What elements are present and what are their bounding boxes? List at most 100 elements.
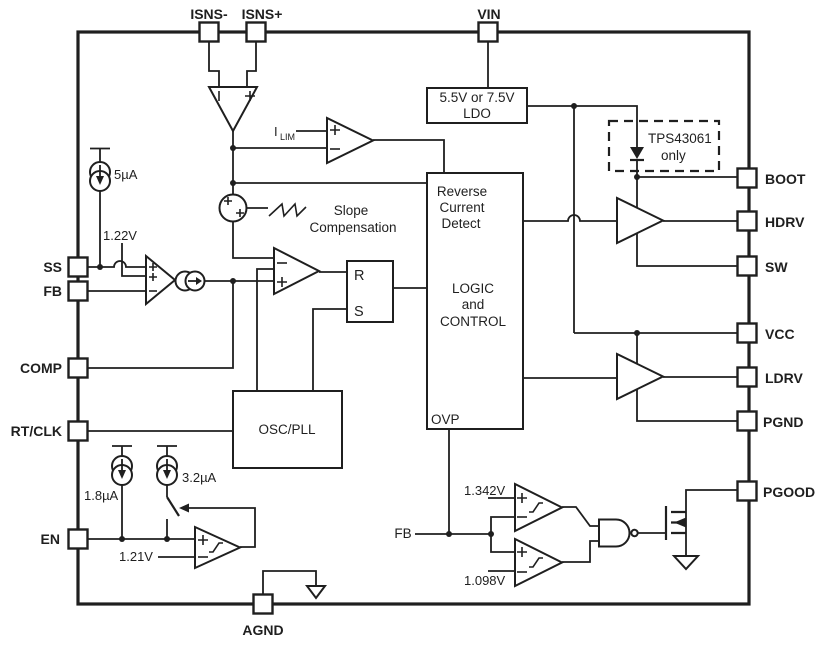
pin-label: ISNS+ (242, 6, 283, 22)
inverter-bubble-icon (630, 528, 639, 538)
plus-glyph (149, 263, 157, 271)
rs-latch: R S (346, 260, 394, 323)
junction-dots (97, 103, 640, 542)
pin-pgood: PGOOD (736, 480, 815, 502)
arrow-down-icon (163, 470, 171, 479)
pgood-mosfet (664, 506, 701, 571)
pin-label: EN (41, 531, 60, 547)
slope-comp-summer (218, 193, 307, 223)
plus-glyph (149, 273, 157, 281)
ilim-label-sub: LIM (280, 132, 295, 142)
latch-s-label: S (354, 304, 364, 320)
pin-ss: SS (43, 256, 89, 278)
ldrv-driver (616, 352, 666, 401)
pin-label: SW (765, 259, 788, 275)
pin-ldrv: LDRV (736, 366, 804, 388)
logic-label-3: CONTROL (440, 314, 506, 329)
hdrv-driver (616, 196, 666, 245)
pin-isns-minus: ISNS- (190, 6, 228, 43)
ss-current-source (89, 161, 111, 192)
en-ref-label: 1.21V (119, 549, 153, 564)
variant-label-2: only (661, 148, 686, 163)
pin-boot: BOOT (736, 167, 806, 189)
ground-icon (671, 555, 701, 571)
plus-glyph (236, 209, 244, 217)
pgood-ov-comparator (514, 482, 565, 533)
pin-comp: COMP (20, 357, 89, 379)
pin-fb: FB (43, 280, 89, 302)
plus-glyph (198, 535, 208, 545)
pin-label: FB (43, 283, 62, 299)
current-sense-amplifier (207, 86, 259, 134)
pgood-ov-ref-label: 1.342V (464, 483, 506, 498)
pgood-fb-label: FB (394, 526, 411, 541)
pwm-comparator (273, 246, 322, 296)
ilim-comparator (326, 116, 376, 165)
en-hysteresis-switch (166, 496, 180, 517)
hysteresis-icon (209, 542, 223, 553)
pin-label: PGOOD (763, 484, 815, 500)
hysteresis-icon (529, 502, 543, 513)
pin-en: EN (41, 528, 89, 550)
pin-pgnd: PGND (736, 410, 803, 432)
pin-label: BOOT (765, 171, 806, 187)
pin-label: LDRV (765, 370, 804, 386)
arrow-down-icon (96, 176, 104, 185)
plus-glyph (224, 197, 232, 205)
logic-control-block: Reverse Current Detect LOGIC and CONTROL… (426, 172, 524, 430)
plus-glyph (245, 91, 255, 101)
switch-actuator-arrow-icon (179, 503, 189, 513)
pin-label: VIN (477, 6, 500, 22)
logic-label-1: LOGIC (452, 281, 494, 296)
ilim-label: I (274, 124, 278, 139)
pin-label: RT/CLK (11, 423, 62, 439)
sawtooth-icon (268, 202, 307, 218)
arrow-right-icon (196, 277, 202, 285)
pin-agnd: AGND (242, 593, 284, 638)
pin-sw: SW (736, 255, 788, 277)
pin-label: HDRV (765, 214, 805, 230)
pin-label: AGND (242, 622, 283, 638)
ss-current-label: 5µA (114, 167, 138, 182)
en-hys-current-label: 3.2µA (182, 470, 217, 485)
error-amplifier (145, 253, 206, 307)
nand-gate (598, 518, 639, 548)
osc-pll-label: OSC/PLL (258, 422, 316, 437)
pin-isns-plus: ISNS+ (242, 6, 283, 43)
plus-glyph (277, 277, 287, 287)
hysteresis-icon (529, 557, 543, 568)
en-pullup-current-label: 1.8µA (84, 488, 119, 503)
pin-rt-clk: RT/CLK (11, 420, 89, 442)
plus-glyph (330, 125, 340, 135)
slope-comp-label-2: Compensation (309, 220, 396, 235)
error-amp-ref-label: 1.22V (103, 228, 137, 243)
pin-label: SS (43, 259, 62, 275)
arrow-down-icon (118, 470, 126, 479)
ground-icon (305, 585, 327, 600)
wires (87, 41, 737, 595)
diode-icon (630, 147, 644, 159)
osc-pll-block: OSC/PLL (232, 390, 343, 469)
ldo-label-1: 5.5V or 7.5V (439, 90, 514, 105)
mosfet-body-arrow-icon (674, 517, 686, 528)
slope-comp-label-1: Slope (334, 203, 369, 218)
pin-label: PGND (763, 414, 803, 430)
rcd-label-1: Reverse (437, 184, 487, 199)
plus-glyph (517, 493, 527, 503)
plus-glyph (517, 547, 527, 557)
rcd-label-3: Detect (441, 216, 480, 231)
pin-label: ISNS- (190, 6, 228, 22)
en-comparator (194, 525, 243, 570)
latch-r-label: R (354, 268, 364, 284)
rcd-label-2: Current (439, 200, 484, 215)
pin-label: VCC (765, 326, 795, 342)
ovp-label: OVP (431, 412, 460, 427)
pin-hdrv: HDRV (736, 210, 805, 232)
pgood-uv-comparator (514, 537, 565, 588)
pin-vin: VIN (477, 6, 501, 43)
logic-label-2: and (462, 297, 485, 312)
ldo-label-2: LDO (463, 106, 491, 121)
tps43061-boot-diode: TPS43061 only (607, 119, 721, 173)
